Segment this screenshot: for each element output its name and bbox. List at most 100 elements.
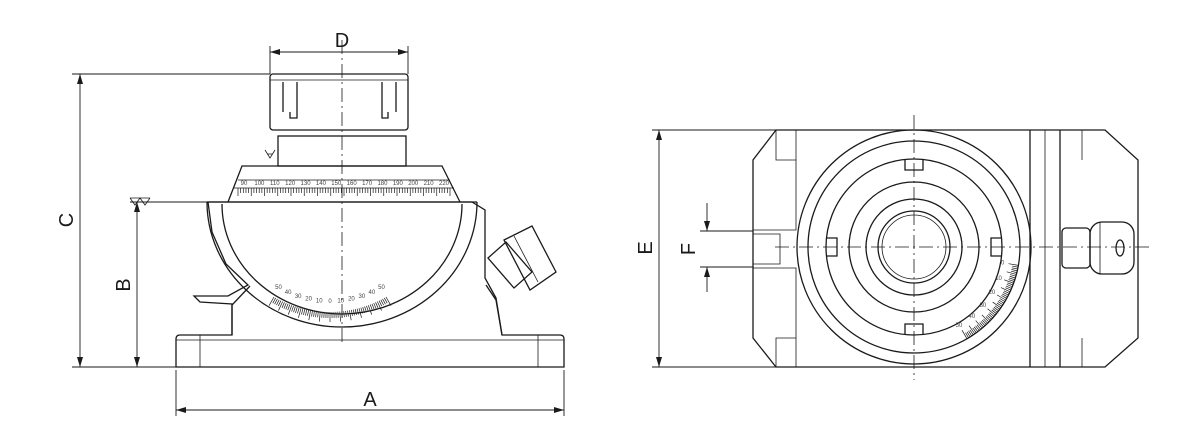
dim-label-f: F bbox=[678, 243, 700, 255]
plan-scale-tick bbox=[973, 326, 979, 332]
plan-scale-tick bbox=[961, 329, 968, 339]
arc-scale-number: 50 bbox=[378, 285, 385, 291]
plan-scale-tick bbox=[981, 319, 987, 325]
dim-d-arrow-right bbox=[398, 49, 408, 55]
cradle-outer-arc bbox=[206, 201, 478, 328]
body-shoulders bbox=[231, 284, 503, 336]
plan-scale-tick bbox=[1005, 287, 1011, 291]
arc-scale-tick bbox=[375, 302, 379, 308]
plan-body-inner bbox=[753, 130, 797, 367]
arc-scale-tick bbox=[311, 310, 313, 317]
arc-scale-tick bbox=[319, 311, 321, 322]
top-dial-number: 90 bbox=[241, 181, 248, 187]
plan-scale-tick bbox=[992, 301, 1002, 309]
arc-scale-tick bbox=[371, 303, 375, 310]
plan-scale-number: 30 bbox=[980, 303, 987, 309]
arc-scale-tick bbox=[287, 305, 293, 315]
dim-e-arrow-top bbox=[656, 130, 662, 140]
arc-scale-tick bbox=[349, 310, 352, 321]
arc-scale-tick bbox=[367, 305, 373, 315]
plan-scale-tick bbox=[981, 314, 990, 323]
plan-scale-tick bbox=[1008, 279, 1015, 282]
arc-scale-tick bbox=[378, 300, 383, 307]
top-dial-ticks bbox=[237, 188, 451, 196]
plan-scale-tick bbox=[1008, 263, 1019, 266]
plan-scale-tick bbox=[989, 312, 995, 317]
arc-scale-number: 10 bbox=[337, 298, 344, 304]
dim-label-a: A bbox=[363, 389, 377, 411]
plan-scale-tick bbox=[999, 298, 1006, 302]
top-dial-number: 160 bbox=[347, 181, 358, 187]
plan-scale-tick bbox=[991, 309, 997, 314]
plan-scale-tick bbox=[1002, 292, 1009, 296]
arc-scale-number: 20 bbox=[348, 297, 355, 303]
arc-scale-tick bbox=[345, 310, 347, 317]
arc-scale-tick bbox=[315, 311, 317, 318]
arc-scale-tick bbox=[377, 301, 382, 311]
plan-scale-tick bbox=[1007, 282, 1014, 286]
plan-scale-tick bbox=[968, 325, 976, 335]
plan-scale-tick bbox=[996, 302, 1003, 307]
plan-scale-ticks bbox=[961, 263, 1019, 339]
dim-label-b: B bbox=[113, 278, 135, 291]
plan-scale-tick bbox=[983, 318, 988, 324]
arc-scale-number: 10 bbox=[316, 298, 323, 304]
base-plate bbox=[175, 201, 565, 368]
locking-knob bbox=[503, 225, 557, 291]
top-dial-number: 120 bbox=[285, 181, 296, 187]
arc-scale-tick bbox=[382, 298, 386, 305]
arc-scale-tick bbox=[385, 296, 392, 306]
arc-scale-tick bbox=[383, 297, 388, 304]
arc-scale-tick bbox=[301, 308, 304, 315]
top-dial-number: 100 bbox=[254, 181, 265, 187]
top-dial-number: 150 bbox=[331, 181, 342, 187]
collet-nut bbox=[269, 73, 409, 131]
collet-slot-right bbox=[381, 82, 397, 119]
plan-scale-number: 50 bbox=[956, 323, 963, 329]
arc-scale-tick bbox=[272, 297, 277, 304]
plan-body-outline bbox=[752, 129, 1139, 368]
plan-scale-tick bbox=[1005, 285, 1012, 289]
top-dial-number: 210 bbox=[424, 181, 435, 187]
arc-scale-tick bbox=[373, 302, 377, 309]
plan-scale-tick bbox=[1011, 267, 1018, 270]
surface-finish-symbol-2 bbox=[129, 197, 151, 206]
plan-scale-tick bbox=[968, 330, 973, 337]
arc-scale-tick bbox=[307, 309, 309, 316]
plan-scale-tick bbox=[969, 329, 974, 336]
plan-scale-tick bbox=[972, 327, 977, 333]
arc-scale-tick bbox=[308, 310, 311, 321]
plan-scale-tick bbox=[994, 305, 1000, 310]
arc-scale-tick bbox=[339, 311, 341, 322]
arc-scale-tick bbox=[274, 298, 278, 305]
arc-scale-number: 40 bbox=[285, 290, 292, 296]
arc-scale-tick bbox=[380, 299, 384, 306]
arc-scale-number: 50 bbox=[275, 285, 282, 291]
arc-scale-number: 20 bbox=[305, 297, 312, 303]
arc-scale-tick bbox=[364, 306, 367, 313]
top-dial-number: 190 bbox=[393, 181, 404, 187]
arc-scale-tick bbox=[347, 310, 349, 317]
plan-knob bbox=[1089, 221, 1135, 275]
top-dial-number: 110 bbox=[270, 181, 280, 187]
plan-scale-tick bbox=[1006, 271, 1017, 275]
arc-scale-tick bbox=[293, 306, 296, 313]
top-dial-number: 170 bbox=[362, 181, 373, 187]
plan-scale-tick bbox=[979, 322, 984, 328]
plan-scale-tick bbox=[966, 331, 971, 338]
dim-label-d: D bbox=[335, 30, 349, 52]
surface-finish-symbol bbox=[264, 149, 276, 159]
locking-handle bbox=[487, 241, 533, 289]
arc-scale-tick bbox=[276, 299, 280, 306]
plan-scale-tick bbox=[1008, 277, 1015, 281]
arc-scale-tick bbox=[305, 309, 308, 316]
arc-scale-tick bbox=[369, 304, 373, 311]
arc-scale-tick bbox=[356, 308, 359, 315]
arc-scale-tick bbox=[278, 301, 283, 311]
dim-b-arrow-top bbox=[134, 202, 140, 212]
